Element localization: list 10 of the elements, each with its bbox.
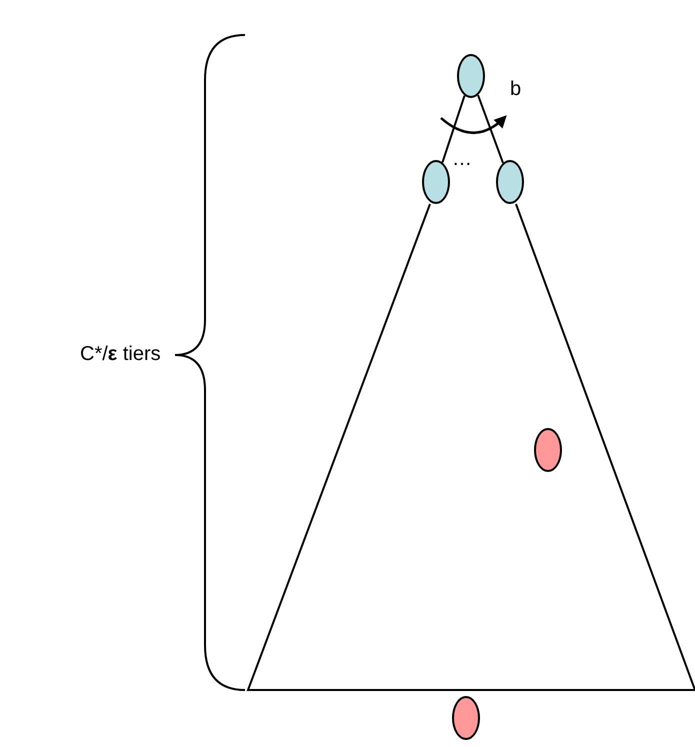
tree-node-ellipse	[534, 428, 562, 472]
tree-node-ellipse	[496, 160, 524, 204]
ellipsis: …	[452, 148, 472, 170]
brace-label: C*/ε tiers	[80, 343, 161, 365]
tree-edge	[477, 94, 504, 164]
tree-node-ellipse	[457, 54, 485, 98]
tree-node-ellipse	[422, 160, 450, 204]
tree-node-ellipse	[452, 696, 480, 740]
tree-edge	[442, 95, 466, 163]
direction-label: b	[510, 78, 522, 100]
